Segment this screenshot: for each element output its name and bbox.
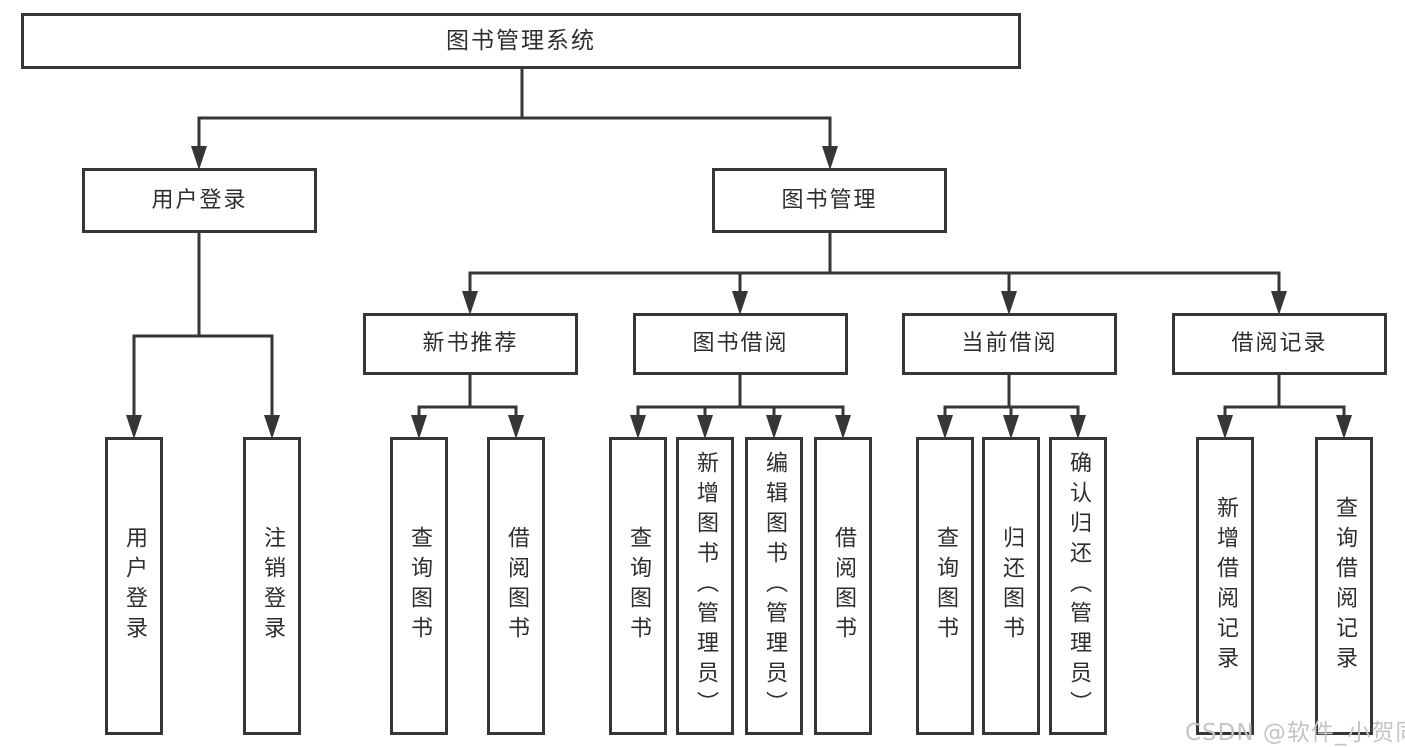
node-label: 查询图书 — [407, 526, 432, 646]
node-label: 注销登录 — [260, 526, 285, 646]
leaf-borrow-books-recommend: 借阅图书 — [487, 437, 545, 735]
node-label: 用户登录 — [151, 187, 248, 213]
leaf-borrow-books: 借阅图书 — [814, 437, 872, 735]
arrowhead — [1001, 291, 1017, 315]
connector-newbook-to-leaves — [417, 375, 518, 417]
leaf-query-borrow-record: 查询借阅记录 — [1315, 437, 1373, 735]
connector-bookmgmt-to-l3 — [468, 233, 1281, 293]
arrowhead — [462, 291, 478, 315]
node-label: 查询图书 — [933, 526, 958, 646]
node-label: 借阅图书 — [504, 526, 529, 646]
arrowhead — [822, 146, 838, 170]
arrowhead — [1003, 415, 1019, 439]
node-label: 借阅记录 — [1231, 331, 1328, 356]
connector-userlogin-to-leaves — [132, 233, 274, 417]
arrowhead — [937, 415, 953, 439]
node-label: 查询图书 — [626, 526, 651, 646]
leaf-query-books-current: 查询图书 — [916, 437, 974, 735]
node-current-borrow: 当前借阅 — [902, 313, 1117, 375]
node-label: 图书管理系统 — [446, 27, 596, 54]
node-label: 归还图书 — [999, 526, 1024, 646]
node-label: 图书借阅 — [692, 331, 789, 356]
leaf-add-borrow-record: 新增借阅记录 — [1196, 437, 1254, 735]
node-label: 当前借阅 — [961, 331, 1058, 356]
node-borrow-records: 借阅记录 — [1172, 313, 1387, 375]
arrowhead — [1271, 291, 1287, 315]
arrowhead — [1336, 415, 1352, 439]
arrowheads — [126, 146, 1352, 439]
leaf-logout: 注销登录 — [243, 437, 301, 735]
leaf-query-books-borrow: 查询图书 — [609, 437, 667, 735]
node-user-login: 用户登录 — [82, 168, 317, 233]
arrowhead — [191, 146, 207, 170]
node-new-book-recommend: 新书推荐 — [363, 313, 578, 375]
node-label: 确认归还（管理员） — [1066, 451, 1091, 721]
node-library-system: 图书管理系统 — [21, 13, 1021, 69]
node-label: 新增借阅记录 — [1213, 496, 1238, 676]
leaf-add-books-admin: 新增图书（管理员） — [676, 437, 734, 735]
node-book-borrow: 图书借阅 — [633, 313, 848, 375]
arrowhead — [732, 291, 748, 315]
arrowhead — [835, 415, 851, 439]
arrowhead — [697, 415, 713, 439]
connector-borrow-to-leaves — [636, 375, 845, 417]
arrowhead — [508, 415, 524, 439]
leaf-query-books-recommend: 查询图书 — [390, 437, 448, 735]
node-label: 图书管理 — [781, 187, 878, 213]
node-label: 新书推荐 — [422, 331, 519, 356]
leaf-confirm-return-admin: 确认归还（管理员） — [1049, 437, 1107, 735]
arrowhead — [766, 415, 782, 439]
arrowhead — [630, 415, 646, 439]
node-label: 用户登录 — [122, 526, 147, 646]
arrowhead — [1217, 415, 1233, 439]
node-book-management: 图书管理 — [712, 168, 947, 233]
arrowhead — [126, 415, 142, 439]
connector-current-to-leaves — [943, 375, 1080, 417]
arrowhead — [411, 415, 427, 439]
node-label: 新增图书（管理员） — [693, 451, 718, 721]
leaf-return-books: 归还图书 — [982, 437, 1040, 735]
connector-records-to-leaves — [1223, 375, 1346, 417]
csdn-watermark: CSDN @软件_小贺同学 — [1185, 720, 1405, 746]
node-label: 借阅图书 — [831, 526, 856, 646]
leaf-edit-books-admin: 编辑图书（管理员） — [745, 437, 803, 735]
arrowhead — [1070, 415, 1086, 439]
connector-root-to-l2 — [197, 68, 832, 148]
node-label: 查询借阅记录 — [1332, 496, 1357, 676]
leaf-user-login: 用户登录 — [105, 437, 163, 735]
node-label: 编辑图书（管理员） — [762, 451, 787, 721]
arrowhead — [264, 415, 280, 439]
